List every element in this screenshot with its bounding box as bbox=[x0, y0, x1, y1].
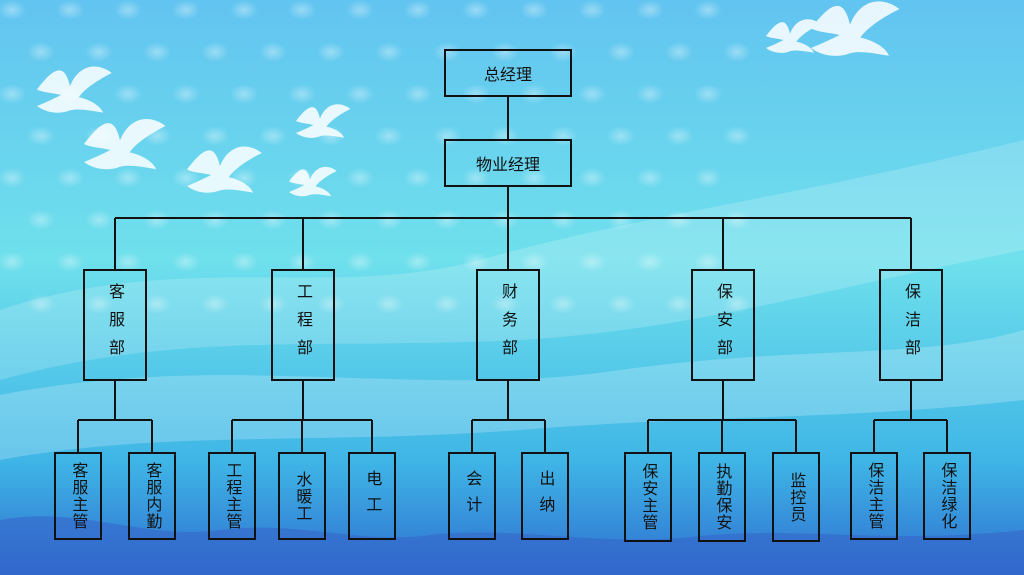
role-label: 电工 bbox=[363, 470, 383, 522]
role-monitor: 监控员 bbox=[772, 452, 820, 542]
role-cashier: 出纳 bbox=[521, 452, 569, 540]
dept-label: 保洁部 bbox=[902, 283, 921, 367]
dept-cleaning: 保洁部 bbox=[879, 269, 943, 381]
role-label: 出纳 bbox=[536, 470, 556, 522]
property-manager-box: 物业经理 bbox=[444, 139, 572, 187]
role-security-supervisor: 保安主管 bbox=[624, 452, 672, 542]
dept-customer-service: 客服部 bbox=[83, 269, 147, 381]
role-duty-guard: 执勤保安 bbox=[698, 452, 746, 542]
dept-engineering: 工程部 bbox=[271, 269, 335, 381]
role-label: 客服主管 bbox=[69, 462, 89, 530]
role-label: 监控员 bbox=[787, 471, 807, 523]
property-manager-label: 物业经理 bbox=[475, 155, 540, 174]
role-electrician: 电工 bbox=[348, 452, 396, 540]
dove-icon bbox=[811, 1, 900, 56]
dove-icon bbox=[289, 166, 337, 197]
dove-icon bbox=[187, 146, 262, 193]
role-label: 执勤保安 bbox=[713, 463, 733, 531]
role-label: 保洁绿化 bbox=[938, 462, 958, 530]
role-cs-clerk: 客服内勤 bbox=[128, 452, 176, 540]
role-label: 客服内勤 bbox=[143, 462, 163, 530]
general-manager-box: 总经理 bbox=[444, 49, 572, 97]
dot-pattern bbox=[0, 0, 751, 314]
light-wave bbox=[0, 330, 1024, 460]
mountain-silhouette bbox=[0, 516, 1024, 575]
dove-icon bbox=[296, 104, 351, 138]
role-label: 水暖工 bbox=[293, 470, 313, 522]
role-label: 会计 bbox=[463, 470, 483, 522]
dept-label: 财务部 bbox=[499, 283, 518, 367]
dept-finance: 财务部 bbox=[476, 269, 540, 381]
dove-icon bbox=[37, 66, 112, 113]
dept-label: 工程部 bbox=[294, 283, 313, 367]
role-label: 保安主管 bbox=[639, 463, 659, 531]
role-label: 保洁主管 bbox=[865, 462, 885, 530]
dept-label: 客服部 bbox=[106, 283, 125, 367]
role-plumber: 水暖工 bbox=[278, 452, 326, 540]
dove-icon bbox=[84, 118, 166, 170]
general-manager-label: 总经理 bbox=[483, 65, 532, 84]
role-label: 工程主管 bbox=[223, 462, 243, 530]
role-cs-supervisor: 客服主管 bbox=[54, 452, 102, 540]
role-cleaning-greening: 保洁绿化 bbox=[923, 452, 971, 540]
role-eng-supervisor: 工程主管 bbox=[208, 452, 256, 540]
role-cleaning-supervisor: 保洁主管 bbox=[850, 452, 898, 540]
dept-security: 保安部 bbox=[691, 269, 755, 381]
light-wave bbox=[0, 140, 1024, 380]
dove-icon bbox=[766, 19, 821, 53]
role-accountant: 会计 bbox=[448, 452, 496, 540]
dept-label: 保安部 bbox=[714, 283, 733, 367]
